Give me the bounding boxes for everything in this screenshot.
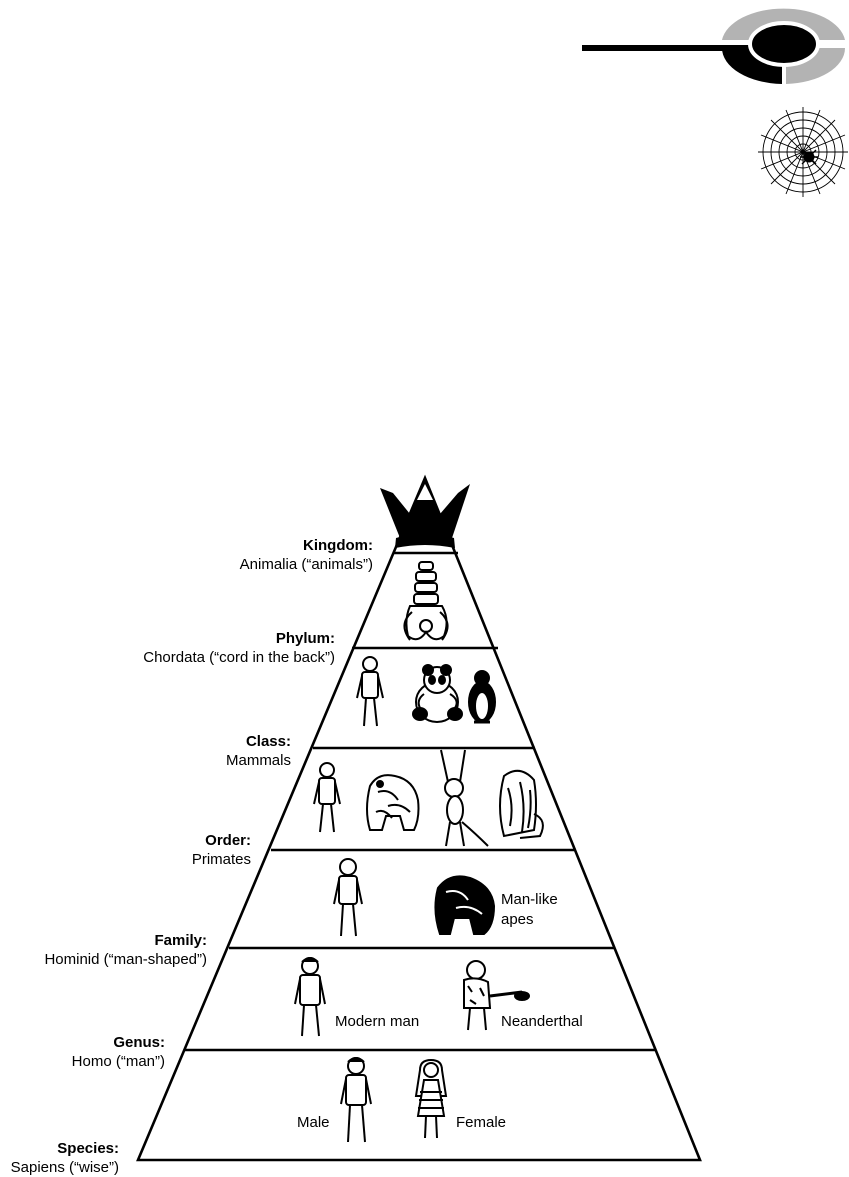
apes-line-2: apes	[501, 910, 558, 930]
modern-man-annotation: Modern man	[335, 1012, 419, 1032]
level-label-species: Species: Sapiens (“wise”)	[11, 1139, 119, 1177]
level-rank: Class:	[226, 732, 291, 751]
level-rank: Family:	[44, 931, 207, 950]
level-label-phylum: Phylum: Chordata (“cord in the back”)	[143, 629, 335, 667]
level-name: Primates	[192, 850, 251, 869]
level-label-family: Family: Hominid (“man-shaped”)	[44, 931, 207, 969]
spider-web-icon	[758, 107, 848, 197]
level-label-class: Class: Mammals	[226, 732, 291, 770]
level-name: Homo (“man”)	[72, 1052, 165, 1071]
apes-line-1: Man-like	[501, 890, 558, 910]
level-label-kingdom: Kingdom: Animalia (“animals”)	[240, 536, 373, 574]
level-rank: Genus:	[72, 1033, 165, 1052]
male-annotation: Male	[297, 1113, 330, 1133]
level-rank: Phylum:	[143, 629, 335, 648]
level-label-genus: Genus: Homo (“man”)	[72, 1033, 165, 1071]
neanderthal-annotation: Neanderthal	[501, 1012, 583, 1032]
level-name: Hominid (“man-shaped”)	[44, 950, 207, 969]
level-label-order: Order: Primates	[192, 831, 251, 869]
level-rank: Kingdom:	[240, 536, 373, 555]
crown-icon	[380, 478, 470, 548]
chapter-tab-icon	[582, 9, 845, 84]
level-name: Mammals	[226, 751, 291, 770]
apes-annotation: Man-like apes	[501, 890, 558, 930]
female-annotation: Female	[456, 1113, 506, 1133]
level-name: Chordata (“cord in the back”)	[143, 648, 335, 667]
level-rank: Species:	[11, 1139, 119, 1158]
level-name: Animalia (“animals”)	[240, 555, 373, 574]
level-rank: Order:	[192, 831, 251, 850]
level-name: Sapiens (“wise”)	[11, 1158, 119, 1177]
